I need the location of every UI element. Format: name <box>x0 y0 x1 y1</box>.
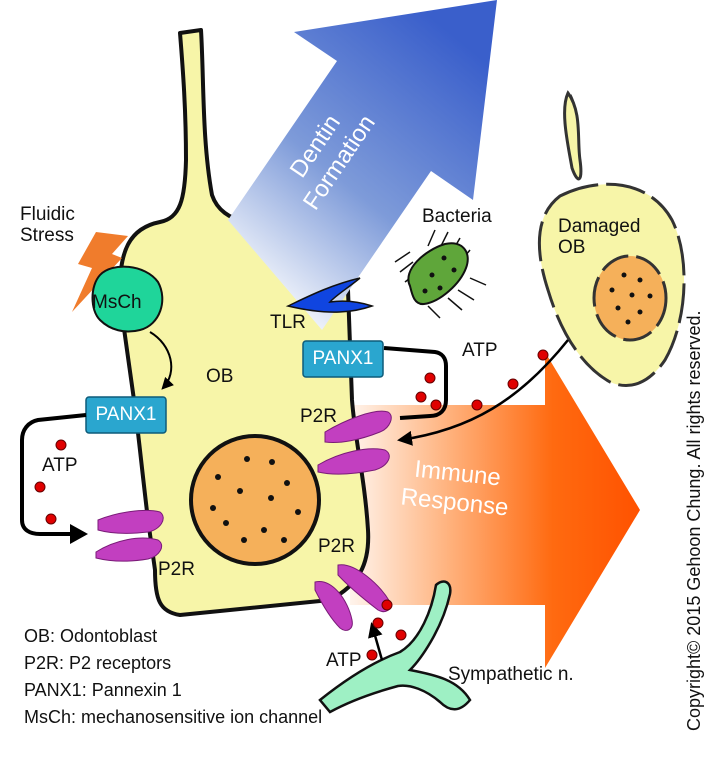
left-atp-loop-head <box>70 524 88 544</box>
right-atp-loop-arrow <box>383 346 448 420</box>
tlr-label: TLR <box>270 312 306 333</box>
ob-label: OB <box>206 366 234 387</box>
left-atp-loop-arrow <box>20 413 87 536</box>
legend: OB: Odontoblast P2R: P2 receptors PANX1:… <box>24 623 322 731</box>
dentin-formation-arrow <box>228 0 497 330</box>
immune-response-label: Immune Response <box>399 455 510 522</box>
legend-item-panx1: PANX1: Pannexin 1 <box>24 680 182 700</box>
legend-item-p2r: P2R: P2 receptors <box>24 653 172 673</box>
legend-item-msch: MsCh: mechanosensitive ion channel <box>24 707 323 727</box>
damaged-ob-label: Damaged OB <box>558 216 641 259</box>
p2r-left-label: P2R <box>158 559 195 580</box>
nucleus <box>189 434 321 566</box>
legend-item-ob: OB: Odontoblast <box>24 626 158 646</box>
p2r-bottom-label: P2R <box>318 536 355 557</box>
panx1-box-right <box>302 340 384 378</box>
fluidic-stress-label: Fluidic Stress <box>20 204 75 247</box>
panx1-right-label: PANX1 <box>312 348 374 369</box>
atp-right-label: ATP <box>462 340 498 361</box>
bacteria-label: Bacteria <box>422 206 492 227</box>
atp-left-label: ATP <box>42 455 78 476</box>
nucleus-dots <box>210 456 301 543</box>
msch-channel <box>91 265 164 333</box>
msch-label: MsCh <box>92 292 142 313</box>
tlr-receptor <box>285 277 375 313</box>
immune-response-arrow <box>350 352 640 668</box>
copyright-text: Copyright© 2015 Gehoon Chung. All rights… <box>684 310 704 731</box>
p2r-top-label: P2R <box>300 406 337 427</box>
p2r-receptors <box>95 410 392 631</box>
msch-to-panx1-arrow <box>149 331 174 390</box>
atp-bottom-label: ATP <box>326 650 362 671</box>
atp-dots <box>34 349 549 661</box>
bacteria-icon <box>394 229 487 319</box>
bottom-atp-arrow <box>368 622 384 661</box>
lightning-bolt-icon <box>72 232 128 312</box>
damaged-odontoblast <box>537 90 686 387</box>
damaged-ob-atp-arrow <box>397 339 569 446</box>
sympathetic-label: Sympathetic n. <box>448 664 574 685</box>
panx1-left-label: PANX1 <box>95 404 157 425</box>
